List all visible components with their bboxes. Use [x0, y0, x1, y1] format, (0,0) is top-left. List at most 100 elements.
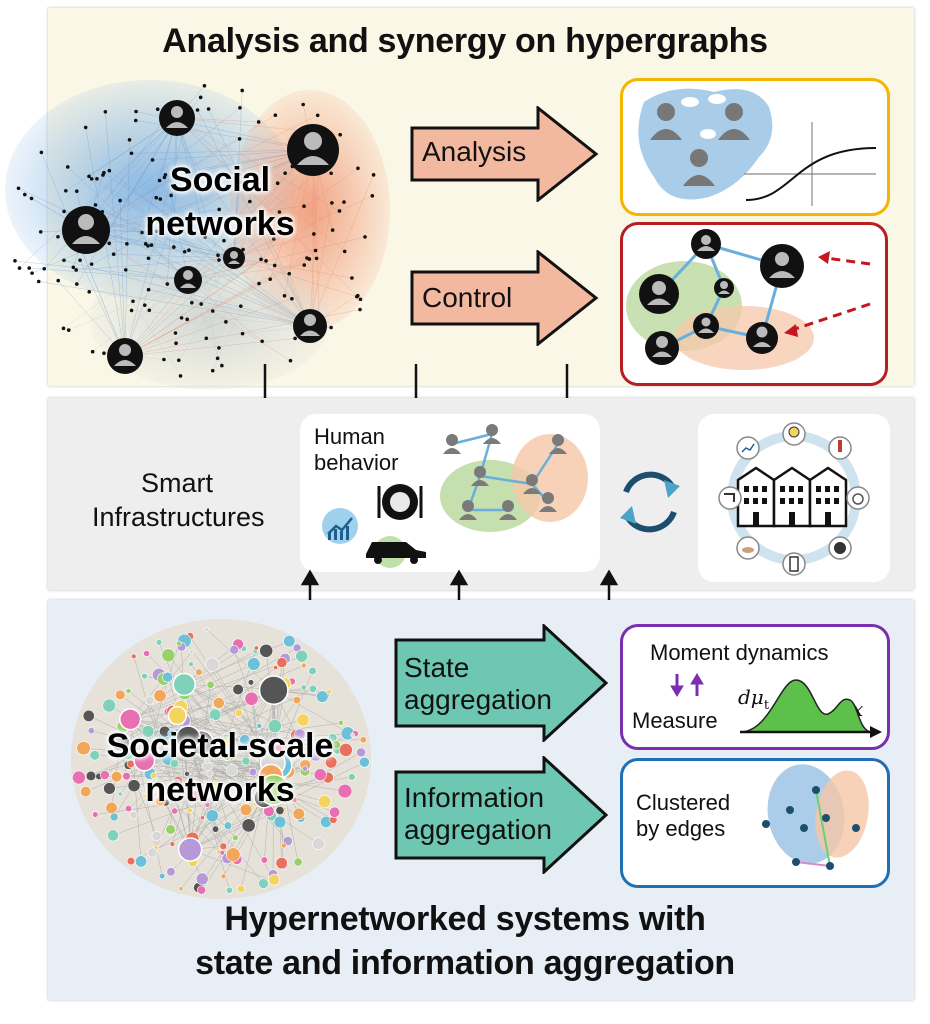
- network-node: [293, 336, 297, 341]
- network-node: [241, 818, 256, 833]
- human-behavior-illustration: [322, 424, 588, 568]
- network-edge: [187, 195, 373, 281]
- network-node: [38, 230, 43, 234]
- network-edge: [152, 149, 314, 161]
- network-node: [80, 785, 92, 798]
- network-node: [140, 230, 144, 235]
- network-node: [212, 747, 222, 758]
- network-edge: [173, 117, 178, 248]
- network-node: [133, 118, 138, 123]
- network-node: [76, 741, 91, 756]
- network-node: [143, 242, 148, 246]
- network-node: [225, 847, 241, 862]
- network-edge: [157, 149, 314, 222]
- network-edge: [130, 655, 302, 720]
- network-node: [363, 235, 367, 239]
- network-edge: [187, 161, 331, 281]
- person-icon: [639, 274, 679, 314]
- network-node: [339, 743, 353, 757]
- person-icon: [293, 309, 327, 343]
- analysis-label: Analysis: [422, 136, 527, 167]
- network-node: [124, 805, 133, 813]
- network-node: [153, 689, 167, 703]
- network-node: [292, 696, 302, 705]
- network-edge: [131, 149, 314, 154]
- network-node: [271, 237, 276, 241]
- network-node: [103, 109, 108, 114]
- network-node: [141, 725, 155, 738]
- network-node: [182, 249, 187, 254]
- person-icon: [714, 278, 734, 298]
- network-node: [125, 688, 132, 694]
- network-edge: [187, 257, 235, 320]
- network-node: [134, 109, 138, 114]
- network-edge: [85, 206, 305, 231]
- washing-machine-icon: [846, 486, 870, 510]
- network-node: [292, 807, 305, 821]
- network-edge: [156, 197, 235, 259]
- network-edge: [89, 149, 314, 293]
- network-edge: [176, 117, 219, 256]
- network-edge: [76, 257, 235, 271]
- wheel-icon: [828, 536, 852, 560]
- person-icon: [693, 313, 719, 339]
- person-icon: [443, 434, 461, 454]
- network-edge: [212, 149, 314, 371]
- network-node: [259, 643, 274, 658]
- network-node: [187, 230, 191, 235]
- network-node: [23, 192, 27, 197]
- thermometer-icon: [828, 436, 852, 460]
- network-node: [169, 841, 176, 847]
- network-node: [170, 220, 175, 224]
- analysis-illustration: [638, 88, 877, 206]
- person-icon: [539, 492, 557, 512]
- network-node: [87, 727, 95, 735]
- network-node: [142, 793, 149, 799]
- network-edge: [124, 250, 316, 357]
- network-node: [184, 781, 195, 792]
- network-edge: [124, 201, 345, 357]
- network-node: [126, 856, 136, 866]
- network-node: [107, 168, 112, 173]
- network-edge: [148, 289, 311, 327]
- person-icon: [650, 103, 682, 140]
- network-node: [295, 649, 308, 663]
- network-edge: [184, 684, 306, 765]
- network-node: [141, 672, 148, 680]
- network-hub-node: [258, 675, 289, 706]
- network-node: [188, 661, 194, 667]
- network-node: [240, 331, 245, 336]
- network-node: [155, 639, 163, 646]
- network-edge: [119, 200, 126, 357]
- network-node: [200, 815, 205, 821]
- network-node: [233, 737, 239, 743]
- chart-icon: [322, 508, 358, 544]
- network-edge: [233, 168, 359, 259]
- network-node: [324, 756, 338, 769]
- network-node: [241, 247, 245, 252]
- bottom-title-line1: Hypernetworked systems with: [224, 900, 706, 938]
- network-node: [154, 195, 159, 200]
- state-aggregation-label: State aggregation: [404, 652, 552, 716]
- network-edge: [116, 765, 280, 777]
- network-node: [259, 257, 263, 262]
- network-node: [296, 713, 310, 727]
- network-node: [210, 368, 215, 373]
- network-node: [123, 268, 128, 272]
- network-hub-node: [172, 672, 196, 697]
- network-node: [225, 886, 233, 894]
- network-edge: [124, 258, 310, 357]
- network-node: [236, 172, 241, 177]
- network-edge: [94, 238, 235, 259]
- network-node: [238, 180, 242, 185]
- network-node: [347, 773, 356, 781]
- dmu-label: dμt: [738, 684, 769, 719]
- network-edge: [187, 279, 263, 342]
- network-node: [215, 174, 220, 179]
- network-node: [337, 209, 342, 213]
- network-node: [158, 197, 163, 201]
- network-node: [300, 684, 307, 691]
- network-node: [229, 644, 239, 655]
- network-node: [173, 778, 181, 787]
- network-node: [283, 171, 287, 175]
